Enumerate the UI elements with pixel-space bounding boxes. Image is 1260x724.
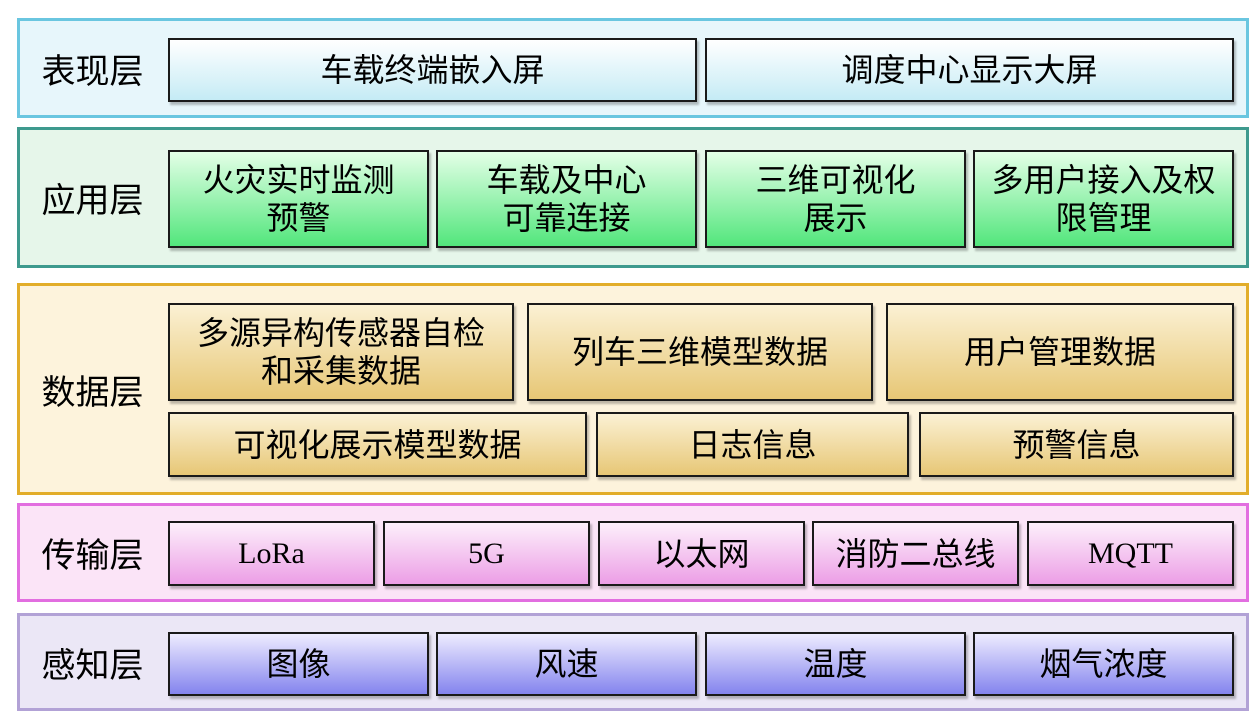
application-item-fire-monitoring: 火灾实时监测 预警 (168, 150, 429, 248)
transport-item-mqtt: MQTT (1027, 521, 1234, 586)
perception-layer: 感知层 图像 风速 温度 烟气浓度 (17, 613, 1249, 711)
data-item-sensor-data: 多源异构传感器自检 和采集数据 (168, 303, 514, 401)
layer-label-application: 应用层 (41, 181, 144, 221)
data-item-warning-info: 预警信息 (919, 412, 1234, 477)
perception-item-wind-speed: 风速 (436, 632, 697, 696)
data-item-user-management: 用户管理数据 (886, 303, 1234, 401)
layer-label-transport: 传输层 (41, 536, 144, 576)
data-item-visualization-model: 可视化展示模型数据 (168, 412, 587, 477)
data-item-train-3d-model: 列车三维模型数据 (527, 303, 873, 401)
transport-item-5g: 5G (383, 521, 590, 586)
perception-item-image: 图像 (168, 632, 429, 696)
layer-label-perception: 感知层 (41, 645, 144, 686)
data-layer: 数据层 多源异构传感器自检 和采集数据 列车三维模型数据 用户管理数据 可视化展… (17, 283, 1249, 495)
transport-layer: 传输层 LoRa 5G 以太网 消防二总线 MQTT (17, 503, 1249, 602)
perception-item-temperature: 温度 (705, 632, 966, 696)
presentation-item-dispatch-screen: 调度中心显示大屏 (705, 38, 1234, 102)
layer-label-presentation: 表现层 (41, 51, 144, 92)
transport-item-fire-bus: 消防二总线 (812, 521, 1019, 586)
application-item-reliable-connection: 车载及中心 可靠连接 (436, 150, 697, 248)
transport-item-lora: LoRa (168, 521, 375, 586)
application-item-3d-visualization: 三维可视化 展示 (705, 150, 966, 248)
application-layer: 应用层 火灾实时监测 预警 车载及中心 可靠连接 三维可视化 展示 多用户接入及… (17, 127, 1249, 268)
data-item-log-info: 日志信息 (596, 412, 909, 477)
perception-item-smoke-concentration: 烟气浓度 (973, 632, 1234, 696)
application-item-multi-user-access: 多用户接入及权 限管理 (973, 150, 1234, 248)
transport-item-ethernet: 以太网 (598, 521, 805, 586)
presentation-layer: 表现层 车载终端嵌入屏 调度中心显示大屏 (17, 18, 1249, 118)
layer-label-data: 数据层 (41, 372, 144, 413)
presentation-item-vehicle-screen: 车载终端嵌入屏 (168, 38, 697, 102)
